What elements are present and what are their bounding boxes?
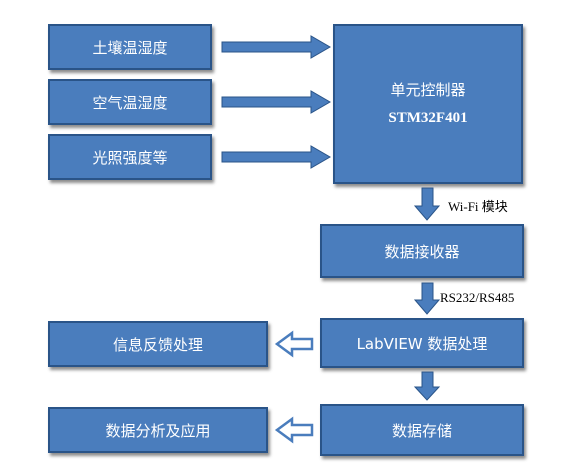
soil-temp-humidity-box: 土壤温湿度 — [48, 24, 212, 70]
light-intensity-box: 光照强度等 — [48, 134, 212, 180]
mcu-to-receiver-arrow — [413, 187, 441, 221]
unit-controller-box: 单元控制器 STM32F401 — [333, 24, 523, 184]
light-to-mcu-arrow — [221, 145, 331, 169]
wifi-module-label: Wi-Fi 模块 — [448, 199, 508, 214]
light-intensity-label: 光照强度等 — [92, 148, 168, 167]
storage-to-analysis-arrow — [274, 416, 314, 444]
data-analysis-label: 数据分析及应用 — [105, 421, 211, 440]
air-temp-humidity-label: 空气温湿度 — [92, 93, 168, 112]
unit-controller-title: 单元控制器 — [390, 81, 466, 99]
feedback-processing-label: 信息反馈处理 — [112, 335, 203, 354]
receiver-to-labview-arrow — [413, 282, 441, 315]
data-receiver-label: 数据接收器 — [384, 242, 460, 261]
serial-interface-label: RS232/RS485 — [440, 290, 515, 305]
mcu-chip-label: STM32F401 — [388, 110, 468, 126]
feedback-processing-box: 信息反馈处理 — [48, 321, 268, 367]
soil-temp-humidity-label: 土壤温湿度 — [92, 38, 168, 57]
data-storage-label: 数据存储 — [391, 421, 452, 440]
data-receiver-box: 数据接收器 — [320, 224, 524, 278]
labview-to-feedback-arrow — [274, 330, 314, 358]
labview-to-storage-arrow — [413, 371, 441, 401]
labview-processing-box: LabVIEW 数据处理 — [320, 318, 524, 368]
data-analysis-box: 数据分析及应用 — [48, 407, 268, 453]
air-temp-humidity-box: 空气温湿度 — [48, 79, 212, 125]
soil-to-mcu-arrow — [221, 35, 331, 59]
data-storage-box: 数据存储 — [320, 404, 524, 456]
labview-processing-label: LabVIEW 数据处理 — [356, 334, 488, 353]
air-to-mcu-arrow — [221, 90, 331, 114]
